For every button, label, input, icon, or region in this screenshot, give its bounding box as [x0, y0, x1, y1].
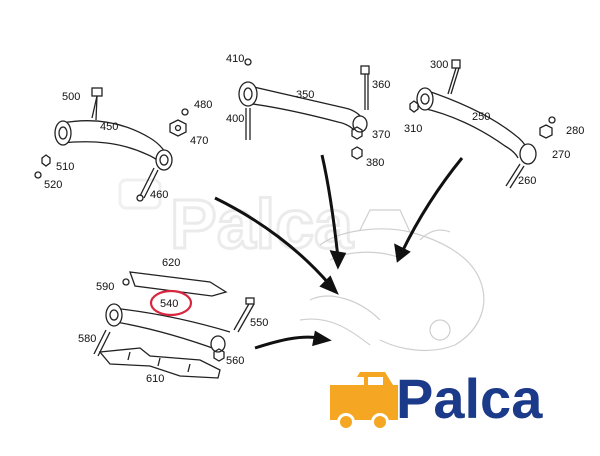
logo-text: Palca: [396, 367, 543, 430]
label-550: 550: [250, 317, 268, 329]
label-460: 460: [150, 189, 168, 201]
lower-arm-group: [93, 271, 255, 379]
label-370: 370: [372, 129, 390, 141]
label-250: 250: [472, 111, 490, 123]
label-610: 610: [146, 373, 164, 385]
label-350: 350: [296, 89, 314, 101]
control-arm-450-group: [34, 87, 189, 202]
control-arm-250-group: [409, 59, 556, 189]
label-300: 300: [430, 59, 448, 71]
label-260: 260: [518, 175, 536, 187]
label-580: 580: [78, 333, 96, 345]
label-450: 450: [100, 121, 118, 133]
label-280: 280: [566, 125, 584, 137]
palca-logo: Palca: [330, 367, 543, 431]
label-400: 400: [226, 113, 244, 125]
control-arm-350-group: [238, 58, 370, 160]
label-510: 510: [56, 161, 74, 173]
label-500: 500: [62, 91, 80, 103]
label-590: 590: [96, 281, 114, 293]
label-620: 620: [162, 257, 180, 269]
label-310: 310: [404, 123, 422, 135]
label-540: 540: [160, 298, 178, 310]
part-labels: 500 450 480 470 510 520 460 410 350 360 …: [44, 53, 584, 385]
label-520: 520: [44, 179, 62, 191]
label-410: 410: [226, 53, 244, 65]
label-380: 380: [366, 157, 384, 169]
label-480: 480: [194, 99, 212, 111]
pointer-arrows: [214, 154, 464, 350]
highlight-circle-540: [149, 289, 193, 317]
car-icon: [330, 372, 398, 431]
label-470: 470: [190, 135, 208, 147]
axle-sketch: [299, 209, 485, 351]
label-270: 270: [552, 149, 570, 161]
label-560: 560: [226, 355, 244, 367]
label-360: 360: [372, 79, 390, 91]
